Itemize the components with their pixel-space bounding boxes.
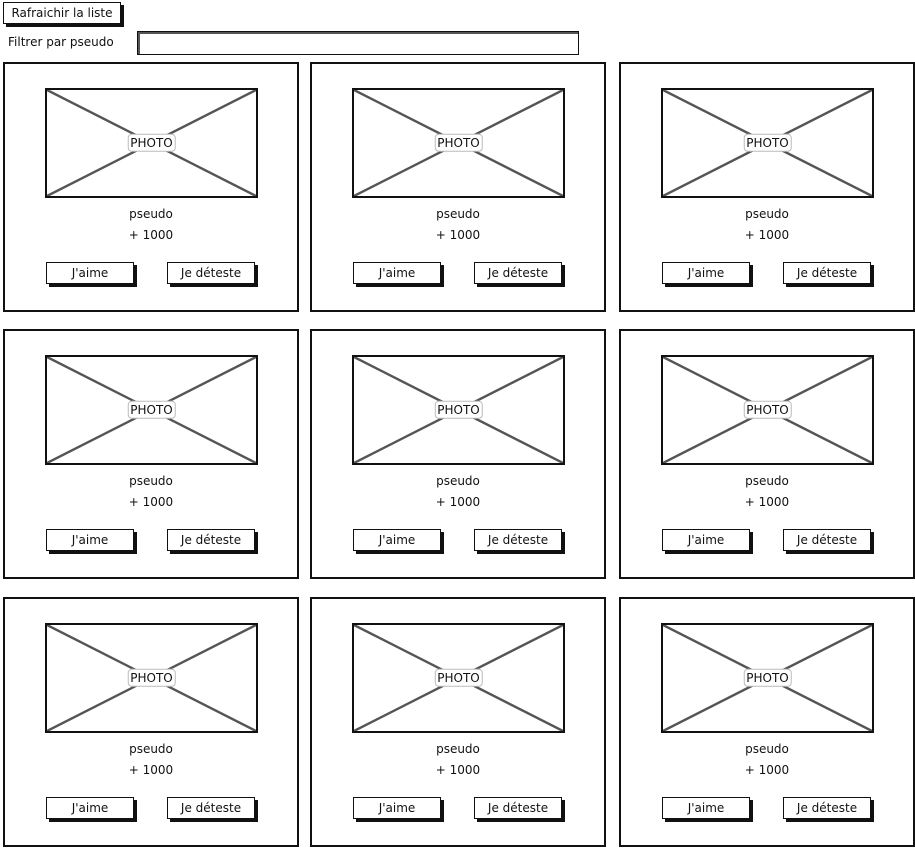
photo-placeholder: PHOTO [661, 88, 874, 198]
dislike-button[interactable]: Je déteste [783, 529, 871, 551]
profile-card: PHOTO pseudo + 1000 J'aime Je déteste [3, 62, 299, 312]
dislike-button[interactable]: Je déteste [783, 262, 871, 284]
profile-card: PHOTO pseudo + 1000 J'aime Je déteste [310, 597, 606, 847]
score-text: + 1000 [128, 495, 174, 509]
photo-placeholder: PHOTO [352, 355, 565, 465]
profile-card: PHOTO pseudo + 1000 J'aime Je déteste [619, 62, 915, 312]
profile-card: PHOTO pseudo + 1000 J'aime Je déteste [619, 597, 915, 847]
like-button[interactable]: J'aime [353, 529, 441, 551]
photo-placeholder: PHOTO [352, 623, 565, 733]
pseudo-text: pseudo [745, 474, 789, 488]
photo-placeholder: PHOTO [352, 88, 565, 198]
pseudo-text: pseudo [436, 474, 480, 488]
refresh-list-button[interactable]: Rafraichir la liste [3, 2, 121, 24]
profile-card: PHOTO pseudo + 1000 J'aime Je déteste [3, 329, 299, 579]
like-button[interactable]: J'aime [353, 262, 441, 284]
photo-placeholder: PHOTO [661, 623, 874, 733]
photo-label: PHOTO [434, 133, 483, 153]
pseudo-text: pseudo [129, 474, 173, 488]
score-text: + 1000 [435, 228, 481, 242]
like-button[interactable]: J'aime [46, 529, 134, 551]
pseudo-text: pseudo [436, 207, 480, 221]
photo-placeholder: PHOTO [661, 355, 874, 465]
dislike-button[interactable]: Je déteste [783, 797, 871, 819]
pseudo-text: pseudo [745, 207, 789, 221]
score-text: + 1000 [128, 228, 174, 242]
profile-card: PHOTO pseudo + 1000 J'aime Je déteste [310, 329, 606, 579]
dislike-button[interactable]: Je déteste [474, 797, 562, 819]
filter-pseudo-input[interactable] [137, 31, 579, 55]
dislike-button[interactable]: Je déteste [474, 262, 562, 284]
score-text: + 1000 [128, 763, 174, 777]
like-button[interactable]: J'aime [662, 262, 750, 284]
dislike-button[interactable]: Je déteste [167, 529, 255, 551]
photo-placeholder: PHOTO [45, 88, 258, 198]
score-text: + 1000 [435, 763, 481, 777]
score-text: + 1000 [435, 495, 481, 509]
dislike-button[interactable]: Je déteste [167, 797, 255, 819]
dislike-button[interactable]: Je déteste [167, 262, 255, 284]
score-text: + 1000 [744, 228, 790, 242]
photo-label: PHOTO [743, 133, 792, 153]
photo-label: PHOTO [127, 668, 176, 688]
like-button[interactable]: J'aime [662, 797, 750, 819]
like-button[interactable]: J'aime [353, 797, 441, 819]
photo-placeholder: PHOTO [45, 355, 258, 465]
photo-label: PHOTO [434, 400, 483, 420]
like-button[interactable]: J'aime [46, 262, 134, 284]
like-button[interactable]: J'aime [46, 797, 134, 819]
pseudo-text: pseudo [129, 207, 173, 221]
profile-card: PHOTO pseudo + 1000 J'aime Je déteste [619, 329, 915, 579]
photo-label: PHOTO [434, 668, 483, 688]
photo-label: PHOTO [127, 400, 176, 420]
pseudo-text: pseudo [436, 742, 480, 756]
photo-label: PHOTO [743, 668, 792, 688]
profile-card: PHOTO pseudo + 1000 J'aime Je déteste [310, 62, 606, 312]
photo-label: PHOTO [127, 133, 176, 153]
dislike-button[interactable]: Je déteste [474, 529, 562, 551]
filter-label: Filtrer par pseudo [8, 35, 114, 49]
score-text: + 1000 [744, 495, 790, 509]
score-text: + 1000 [744, 763, 790, 777]
like-button[interactable]: J'aime [662, 529, 750, 551]
photo-placeholder: PHOTO [45, 623, 258, 733]
pseudo-text: pseudo [129, 742, 173, 756]
photo-label: PHOTO [743, 400, 792, 420]
profile-card: PHOTO pseudo + 1000 J'aime Je déteste [3, 597, 299, 847]
pseudo-text: pseudo [745, 742, 789, 756]
